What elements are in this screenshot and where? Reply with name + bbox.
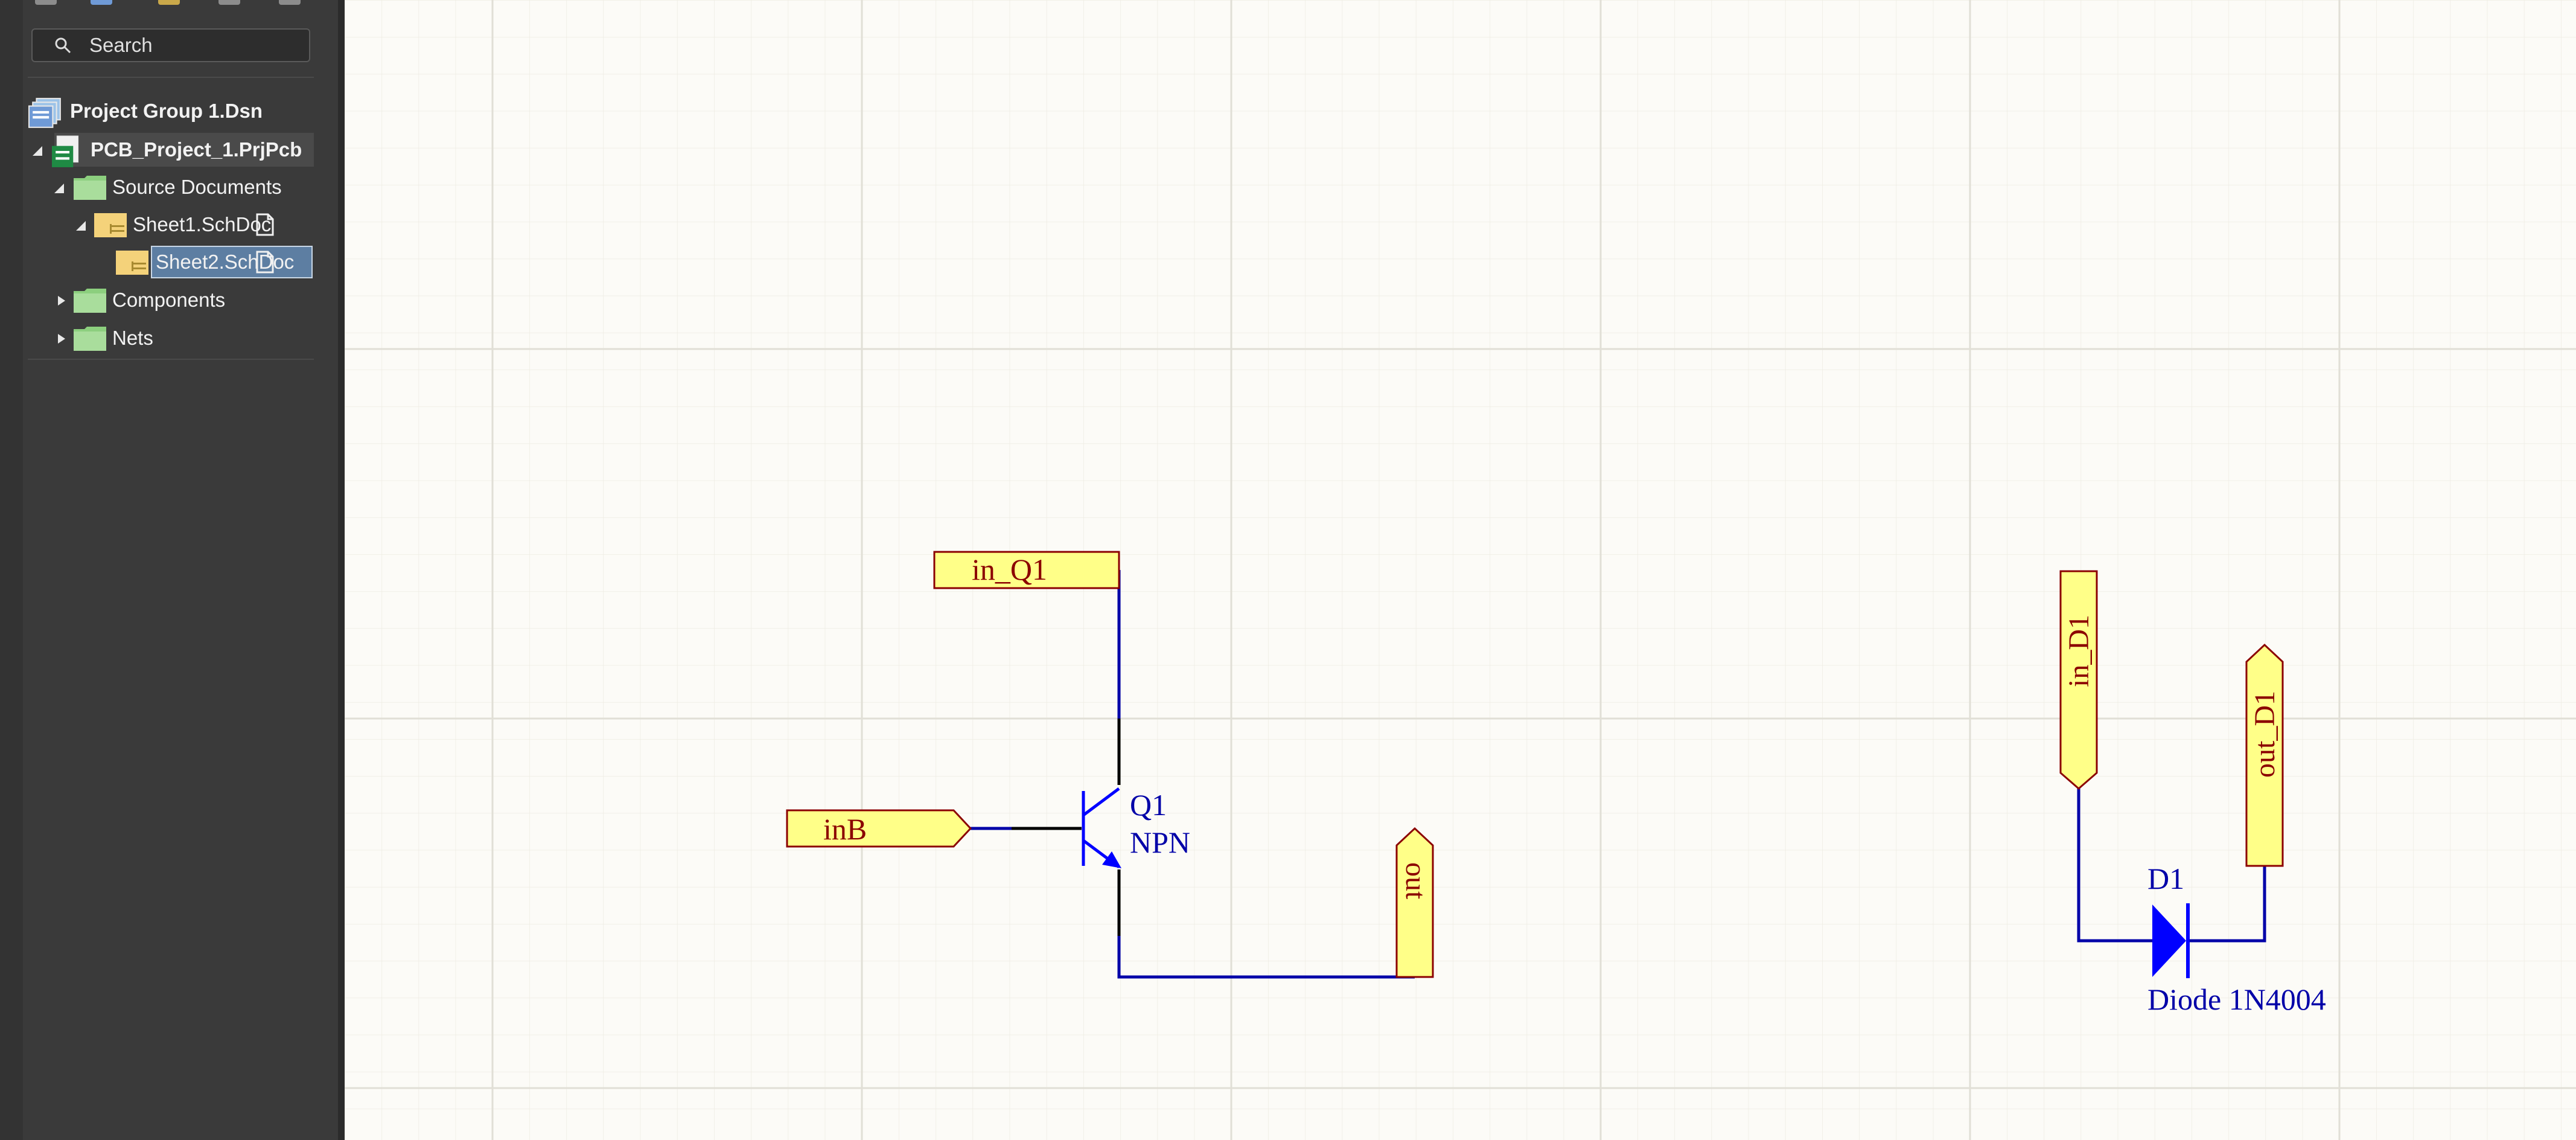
q1-designator: Q1 — [1130, 788, 1167, 822]
tree-label: PCB_Project_1.PrjPcb — [91, 138, 302, 161]
toolbar-icon-3[interactable] — [158, 0, 180, 5]
document-icon — [256, 213, 274, 236]
panel-splitter[interactable] — [338, 0, 345, 1140]
tree-row-highlight — [54, 133, 314, 167]
wire-out-d1 — [2190, 866, 2266, 943]
tree-label: Components — [112, 289, 226, 311]
settings-icon[interactable] — [279, 0, 301, 5]
toolbar-icon-1[interactable] — [35, 0, 57, 5]
port-in-d1[interactable]: in_D1 — [2059, 570, 2098, 790]
wire-in-d1 — [2077, 789, 2154, 943]
schematic-sheet-icon — [94, 213, 127, 237]
panel-edge — [0, 0, 23, 1140]
document-icon — [256, 251, 274, 274]
port-out[interactable]: out — [1395, 827, 1434, 978]
diode-d1[interactable] — [2152, 903, 2190, 978]
gear-icon[interactable] — [218, 0, 240, 5]
collapse-arrow-icon[interactable] — [53, 182, 65, 194]
folder-icon — [74, 176, 106, 200]
tree-item-project-group[interactable]: Project Group 1.Dsn — [24, 94, 263, 129]
divider — [28, 359, 314, 360]
port-label: out — [1400, 862, 1432, 900]
tree-item-sheet2[interactable]: Sheet2.SchDoc — [115, 245, 314, 280]
schematic-sheet: Q1 NPN D1 Diode 1N4004 in_Q1 inB out in_… — [345, 0, 2576, 1140]
port-out-d1[interactable]: out_D1 — [2245, 643, 2284, 867]
tree-item-source-documents[interactable]: Source Documents — [72, 170, 282, 205]
search-icon — [55, 37, 71, 54]
wires — [971, 570, 2266, 979]
selection-highlight — [151, 246, 313, 278]
d1-designator: D1 — [2147, 862, 2184, 895]
tree-label: Sheet1.SchDoc — [133, 213, 272, 235]
port-in-q1[interactable]: in_Q1 — [933, 551, 1120, 589]
port-inb[interactable]: inB — [786, 809, 972, 848]
tree-label: Nets — [112, 327, 153, 349]
projects-panel: Search Project Group 1.Dsn PCB_Project_1… — [0, 0, 345, 1140]
port-label: in_D1 — [2063, 615, 2095, 687]
schematic-sheet-icon — [116, 251, 148, 275]
expand-arrow-icon[interactable] — [56, 333, 68, 345]
schematic-canvas[interactable]: Q1 NPN D1 Diode 1N4004 in_Q1 inB out in_… — [345, 0, 2576, 1140]
project-group-icon — [28, 98, 61, 128]
panel-toolbar — [24, 0, 326, 6]
search-placeholder: Search — [89, 34, 153, 56]
tree-item-components[interactable]: Components — [72, 283, 278, 318]
folder-icon — [74, 327, 106, 351]
toolbar-icon-2[interactable] — [91, 0, 112, 5]
port-label: in_Q1 — [972, 552, 1047, 586]
d1-comment: Diode 1N4004 — [2147, 982, 2326, 1016]
divider — [28, 77, 314, 78]
pcb-project-icon — [52, 135, 79, 167]
port-label: out_D1 — [2249, 691, 2281, 778]
tree-item-nets[interactable]: Nets — [72, 321, 278, 356]
tree-label: Source Documents — [112, 176, 282, 198]
collapse-arrow-icon[interactable] — [75, 220, 87, 232]
collapse-arrow-icon[interactable] — [31, 145, 43, 157]
transistor-q1[interactable] — [1012, 719, 1121, 936]
search-input[interactable]: Search — [31, 28, 310, 62]
expand-arrow-icon[interactable] — [56, 295, 68, 307]
tree-label: Project Group 1.Dsn — [70, 100, 263, 122]
tree-item-pcb-project[interactable]: PCB_Project_1.PrjPcb — [51, 132, 302, 167]
folder-icon — [74, 289, 106, 313]
port-label: inB — [823, 812, 867, 846]
wire-out — [1117, 936, 1415, 979]
tree-item-sheet1[interactable]: Sheet1.SchDoc — [93, 207, 271, 242]
q1-comment: NPN — [1130, 825, 1190, 859]
major-grid — [345, 0, 2576, 1140]
